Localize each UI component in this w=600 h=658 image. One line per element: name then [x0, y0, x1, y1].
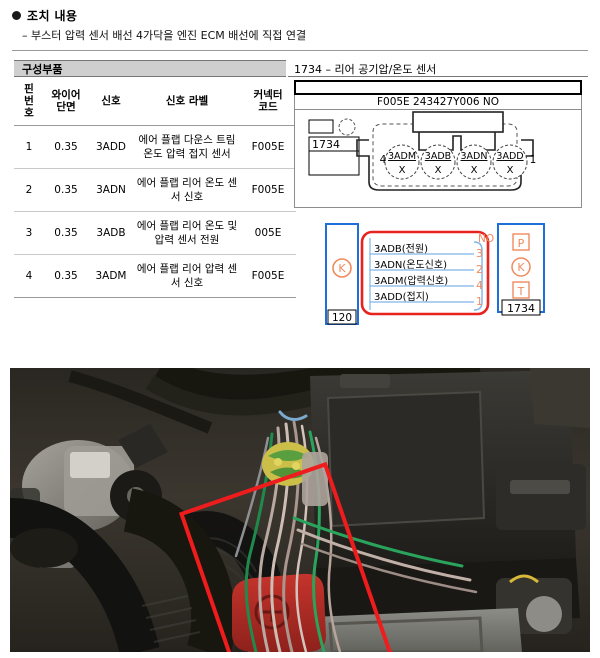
connector-body-outline	[372, 123, 518, 187]
connector-pinout-svg: 1734 3ADM X	[308, 111, 537, 191]
engine-bay-photo-svg	[10, 368, 590, 652]
boxed-p-glyph: P	[518, 237, 525, 250]
cell-signal: 3ADB	[88, 211, 134, 255]
connector-pin-group	[384, 144, 528, 180]
table-row: 4 0.35 3ADM 에어 플랩 리어 압력 센서 신호 F005E	[14, 254, 296, 298]
action-note-line: – 부스터 압력 센서 배선 4가닥을 엔진 ECM 배선에 직접 연결	[22, 29, 307, 42]
cell-signal-label: 에어 플랩 리어 온도 및 압력 센서 전원	[134, 211, 240, 255]
cell-pin: 2	[14, 168, 44, 212]
action-note-title-text: 조치 내용	[27, 9, 78, 23]
schematic-wire-signal-1: 3ADN(온도신호)	[374, 259, 447, 271]
wiring-schematic-svg: K 120 NO 3ADB(전원) 3 3ADN(온도	[325, 223, 545, 325]
cell-signal: 3ADD	[88, 125, 134, 169]
circled-k-glyph: K	[517, 261, 525, 274]
connector-panel: 1734 – 리어 공기압/온도 센서 F005E 243427Y006 NO …	[288, 60, 588, 337]
cell-connector-code: F005E	[240, 168, 296, 212]
pin-mark-2: X	[471, 165, 478, 176]
connector-latch-stem	[418, 132, 496, 151]
connector-pinout-box: 1734 3ADM X	[294, 110, 582, 208]
pin-circle-4	[384, 144, 420, 180]
column-header-pin: 핀 번 호	[14, 77, 44, 126]
parts-panel-header: 구성부품	[14, 60, 286, 77]
cell-wire: 0.35	[44, 125, 88, 169]
cell-signal: 3ADN	[88, 168, 134, 212]
circled-k-icon	[511, 257, 531, 277]
legend-dashed-circle-icon	[338, 118, 356, 136]
cell-pin: 1	[14, 125, 44, 169]
action-note: 조치 내용 – 부스터 압력 센서 배선 4가닥을 엔진 ECM 배선에 직접 …	[12, 8, 572, 43]
column-header-signal: 신호	[88, 77, 134, 126]
connector-title-box	[294, 80, 582, 95]
circled-k-glyph: K	[338, 262, 346, 275]
pin-name-4: 3ADM	[388, 151, 416, 162]
pin-name-2: 3ADN	[461, 151, 488, 162]
schematic-highlight-box	[360, 230, 490, 316]
cell-signal: 3ADM	[88, 254, 134, 298]
cell-connector-code: F005E	[240, 125, 296, 169]
schematic-wire-signal-2: 3ADM(압력신호)	[374, 274, 448, 287]
schematic-wire-pin-3: 1	[476, 295, 483, 308]
cell-connector-code: 005E	[240, 211, 296, 255]
engine-bay-photo	[10, 368, 590, 652]
boxed-p-icon	[512, 233, 530, 251]
cell-signal-label: 에어 플랩 리어 압력 센서 신호	[134, 254, 240, 298]
cell-wire: 0.35	[44, 254, 88, 298]
circled-k-icon	[332, 258, 352, 278]
cell-pin: 3	[14, 211, 44, 255]
schematic-wire-tab	[473, 241, 483, 311]
schematic-right-node-label: 1734	[507, 302, 535, 315]
header-divider	[12, 50, 588, 51]
schematic-wire-pin-2: 4	[476, 279, 483, 292]
table-row: 1 0.35 3ADD 에어 플랩 다운스 트림 온도 압력 접지 센서 F00…	[14, 125, 296, 169]
pin-circle-1	[492, 144, 528, 180]
connector-part-code: F005E 243427Y006 NO	[294, 95, 582, 110]
photo-connector-cluster	[262, 442, 328, 506]
pin-mark-3: X	[435, 165, 442, 176]
cell-connector-code: F005E	[240, 254, 296, 298]
connector-latch	[412, 111, 504, 133]
cell-signal-label: 에어 플랩 다운스 트림 온도 압력 접지 센서	[134, 125, 240, 169]
pin-name-1: 3ADD	[496, 151, 523, 162]
pin-name-3: 3ADB	[425, 151, 451, 162]
pin-mark-4: X	[399, 165, 406, 176]
cell-wire: 0.35	[44, 168, 88, 212]
photo-label-sticker	[70, 452, 110, 478]
pin-circle-2	[456, 144, 492, 180]
schematic-wire-pin-1: 2	[476, 263, 483, 276]
schematic-wire-pin-0: 3	[476, 247, 483, 260]
cell-wire: 0.35	[44, 211, 88, 255]
pin-mark-1: X	[507, 165, 514, 176]
parts-table-header-row: 핀 번 호 와이어 단면 신호 신호 라벨 커넥터	[14, 77, 296, 126]
connector-diagram: F005E 243427Y006 NO 1734	[288, 80, 588, 208]
boxed-t-icon	[512, 281, 530, 299]
parts-table: 핀 번 호 와이어 단면 신호 신호 라벨 커넥터	[14, 77, 296, 298]
schematic-left-node	[325, 223, 359, 325]
legend-rect-icon	[308, 119, 334, 134]
schematic-left-node-label: 120	[332, 312, 352, 324]
column-header-signal-label: 신호 라벨	[134, 77, 240, 126]
cell-pin: 4	[14, 254, 44, 298]
schematic-no-header: NO	[478, 233, 494, 245]
parts-panel: 구성부품 핀 번 호 와이어 단면 신호	[14, 60, 296, 298]
column-header-connector-code: 커넥터 코드	[240, 77, 296, 126]
photo-annotation-rect	[178, 461, 399, 652]
boxed-t-glyph: T	[517, 285, 525, 298]
schematic-wire-lines	[369, 238, 474, 310]
pin-index-right: 1	[530, 154, 537, 166]
action-note-title: 조치 내용	[12, 8, 572, 24]
column-header-wire: 와이어 단면	[44, 77, 88, 126]
filled-circle-icon	[12, 11, 21, 20]
pin-circle-3	[420, 144, 456, 180]
table-row: 2 0.35 3ADN 에어 플랩 리어 온도 센서 신호 F005E	[14, 168, 296, 212]
connector-panel-header: 1734 – 리어 공기압/온도 센서	[288, 60, 588, 77]
schematic-wire-signal-3: 3ADD(접지)	[374, 291, 429, 303]
legend-label-1734: 1734	[312, 138, 340, 151]
pin-index-left: 4	[380, 154, 387, 166]
cell-signal-label: 에어 플랩 리어 온도 센서 신호	[134, 168, 240, 212]
table-row: 3 0.35 3ADB 에어 플랩 리어 온도 및 압력 센서 전원 005E	[14, 211, 296, 255]
wiring-schematic: K 120 NO 3ADB(전원) 3 3ADN(온도	[292, 222, 584, 337]
schematic-wire-signal-0: 3ADB(전원)	[374, 243, 428, 255]
connector-housing-outline	[356, 139, 534, 191]
